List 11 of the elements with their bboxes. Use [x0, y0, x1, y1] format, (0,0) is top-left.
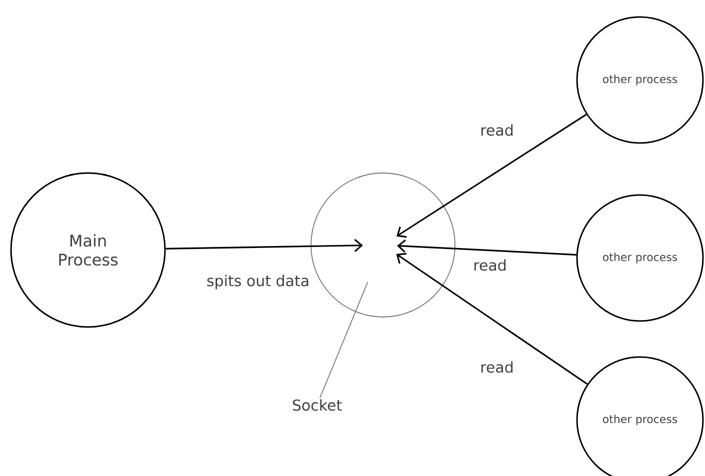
edge-label: read — [472, 258, 508, 272]
arrow — [166, 238, 363, 252]
arrow — [396, 239, 576, 256]
socket-label: Socket — [292, 399, 342, 411]
edge-label: read — [479, 123, 515, 137]
edge-label: read — [479, 360, 515, 374]
arrow — [396, 252, 588, 385]
leader-line — [319, 282, 368, 398]
edge-label: spits out data — [205, 274, 311, 290]
socket-circle — [310, 172, 456, 318]
arrow — [396, 114, 587, 238]
